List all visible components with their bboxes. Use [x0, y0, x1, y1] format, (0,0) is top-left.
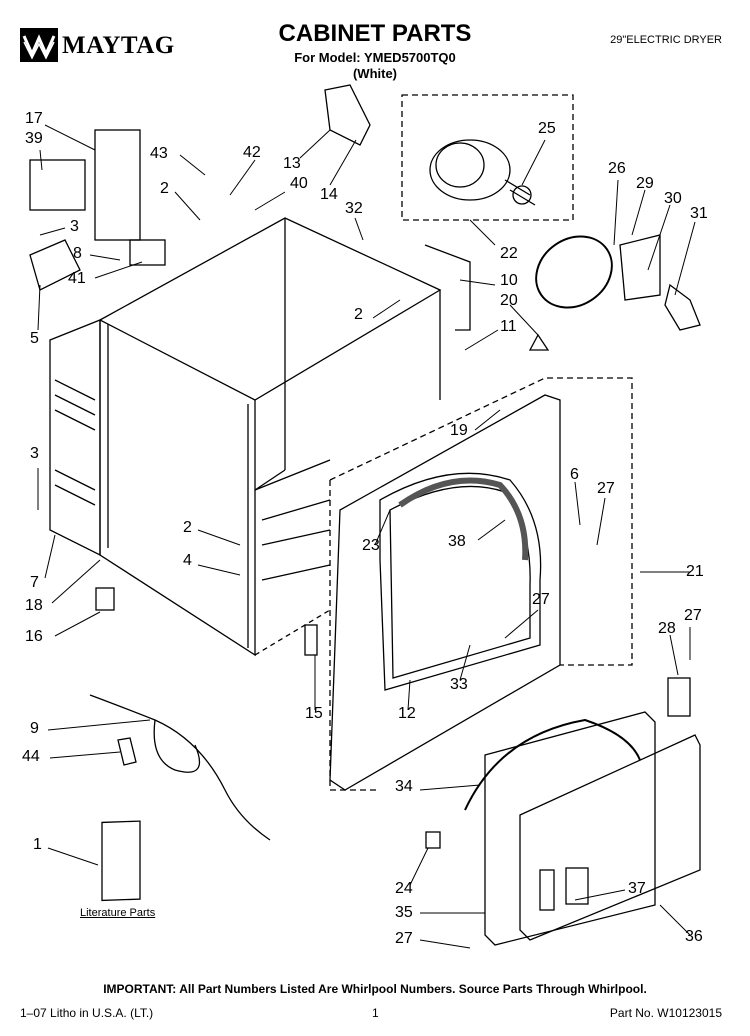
maytag-logo-mark-icon	[20, 28, 58, 62]
callout-label: 2	[160, 180, 169, 197]
callout-label: 14	[320, 186, 338, 203]
callout-label: 13	[283, 155, 301, 172]
page-title: CABINET PARTS	[278, 20, 472, 47]
callout-label: 21	[686, 563, 704, 580]
callout-label: 16	[25, 628, 43, 645]
callout-label: 40	[290, 175, 308, 192]
callout-label: 6	[570, 466, 579, 483]
brand-name: MAYTAG	[62, 32, 175, 59]
callout-label: 23	[362, 537, 380, 554]
literature-parts-label: Literature Parts	[80, 907, 156, 919]
cabinet-left-face	[99, 320, 256, 657]
callout-label: 36	[685, 928, 703, 945]
callout-label: 41	[68, 270, 86, 287]
callout-label: 22	[500, 245, 518, 262]
callout-label: 18	[25, 597, 43, 614]
callout-label: 8	[73, 245, 82, 262]
callout-label: 19	[450, 422, 468, 439]
callout-label: 27	[395, 930, 413, 947]
callout-label: 42	[243, 144, 261, 161]
front-panel-outline	[329, 394, 561, 791]
callout-label: 17	[25, 110, 43, 127]
callout-label: 43	[150, 145, 168, 162]
callout-label: 33	[450, 676, 468, 693]
callout-label: 15	[305, 705, 323, 722]
callout-label: 27	[532, 591, 550, 608]
color-line: (White)	[352, 66, 398, 81]
callout-label: 11	[500, 318, 517, 335]
callout-label: 9	[30, 720, 39, 737]
callout-label: 2	[354, 306, 363, 323]
callout-label: 10	[500, 272, 518, 289]
important-note: IMPORTANT: All Part Numbers Listed Are W…	[103, 982, 647, 996]
product-type: 29"ELECTRIC DRYER	[610, 34, 722, 46]
callout-label: 38	[448, 533, 466, 550]
callout-label: 24	[395, 880, 413, 897]
callout-label: 27	[684, 607, 702, 624]
callout-label: 4	[183, 552, 192, 569]
callout-label: 44	[22, 748, 40, 765]
page-number: 1	[372, 1006, 379, 1020]
callout-label: 39	[25, 130, 43, 147]
cabinet-top-outline	[98, 217, 442, 401]
model-line: For Model: YMED5700TQ0	[294, 50, 456, 65]
maytag-logo: MAYTAG	[20, 26, 190, 70]
callout-label: 31	[690, 205, 708, 222]
callout-label: 34	[395, 778, 413, 795]
callout-label: 27	[597, 480, 615, 497]
callout-label: 37	[628, 880, 646, 897]
callout-label: 25	[538, 120, 556, 137]
callout-label: 5	[30, 330, 39, 347]
part-number: Part No. W10123015	[609, 1006, 722, 1020]
callout-label: 3	[30, 445, 39, 462]
callout-label: 30	[664, 190, 682, 207]
callout-label: 32	[345, 200, 363, 217]
litho-info: 1–07 Litho in U.S.A. (LT.)	[20, 1006, 154, 1020]
callout-label: 35	[395, 904, 413, 921]
callout-label: 7	[30, 574, 39, 591]
callout-label: 26	[608, 160, 626, 177]
callout-label: 2	[183, 519, 192, 536]
callout-label: 28	[658, 620, 676, 637]
callout-label: 12	[398, 705, 416, 722]
callout-label: 3	[70, 218, 79, 235]
callout-label: 20	[500, 292, 518, 309]
callout-label: 1	[33, 836, 42, 853]
callout-label: 29	[636, 175, 654, 192]
